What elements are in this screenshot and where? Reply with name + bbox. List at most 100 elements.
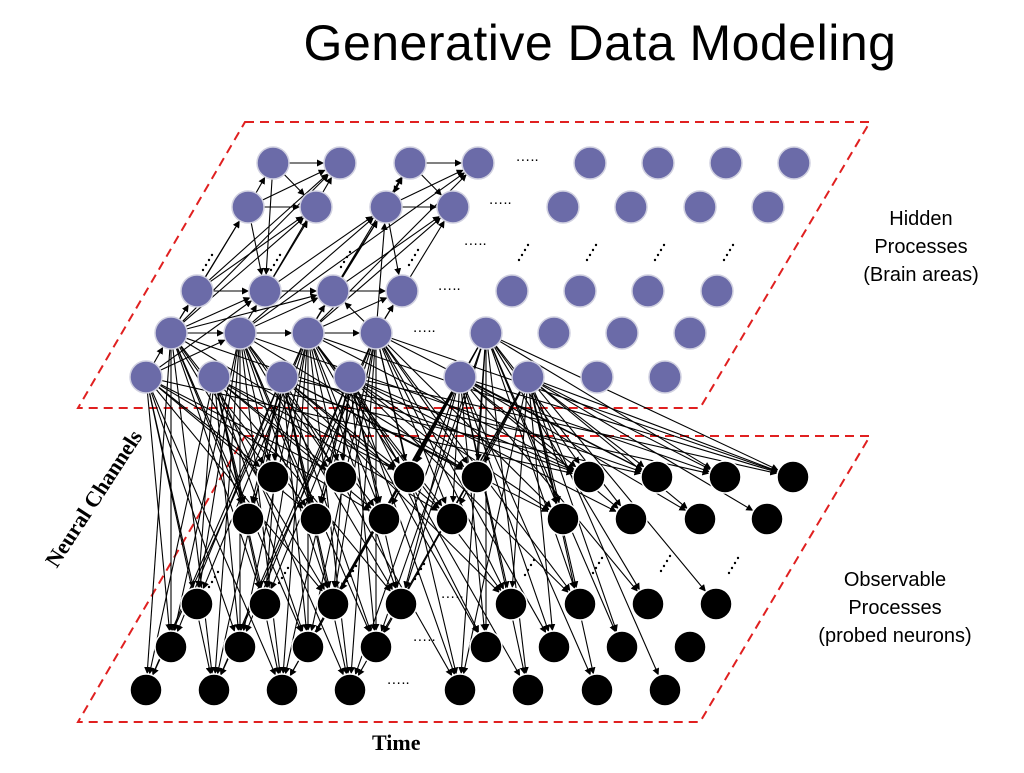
observable-node-r1-c1 [299, 502, 333, 536]
connection-arrow [174, 297, 251, 332]
hidden-node-r4-c6 [580, 360, 614, 394]
connection-arrow [311, 297, 388, 332]
hidden-node-r4-c0 [129, 360, 163, 394]
observable-node-r3-c2 [291, 630, 325, 664]
connection-arrow [243, 333, 642, 473]
channel-ellipsis-dot [207, 258, 211, 262]
observable-node-r2-c0 [180, 587, 214, 621]
connection-arrow [389, 169, 464, 206]
channel-ellipsis-dot [204, 263, 208, 267]
channel-ellipsis-dot [526, 568, 530, 572]
hidden-node-r3-c0 [154, 316, 188, 350]
channel-ellipsis-dot [345, 579, 349, 583]
hidden-node-r0-c1 [323, 146, 357, 180]
hidden-node-r0-c5 [641, 146, 675, 180]
hidden-node-r3-c5 [537, 316, 571, 350]
connection-arrow [353, 377, 778, 476]
channel-ellipsis-dot [210, 580, 214, 584]
connection-arrow [214, 380, 304, 632]
hidden-node-r3-c3 [359, 316, 393, 350]
channel-ellipsis-dot [520, 253, 524, 257]
channel-ellipsis-dot [659, 248, 663, 252]
connection-arrow [267, 216, 373, 290]
connection-arrow [280, 336, 309, 674]
hidden-time-ellipsis: ….. [488, 191, 511, 208]
channel-ellipsis-dot [591, 248, 595, 252]
hidden-node-r0-c4 [573, 146, 607, 180]
observable-node-r0-c7 [776, 460, 810, 494]
hidden-node-r0-c3 [461, 146, 495, 180]
connection-arrow [242, 217, 374, 331]
observable-time-ellipsis: ….. [412, 628, 435, 645]
connection-arrow [375, 222, 388, 330]
hidden-node-r2-c0 [180, 274, 214, 308]
hidden-node-r4-c5 [511, 360, 545, 394]
connection-arrow [146, 380, 236, 632]
observable-node-r3-c0 [154, 630, 188, 664]
channel-ellipsis-dot [725, 253, 729, 257]
connection-arrow [529, 380, 659, 676]
observable-node-r0-c2 [392, 460, 426, 494]
observable-node-r4-c7 [648, 673, 682, 707]
connection-arrow [509, 380, 529, 588]
channel-ellipsis-dot [275, 258, 279, 262]
connection-arrow [353, 378, 617, 512]
time-axis-label: Time [372, 730, 421, 755]
hidden-node-r2-c7 [700, 274, 734, 308]
observable-node-r3-c4 [469, 630, 503, 664]
hidden-node-r3-c6 [605, 316, 639, 350]
channel-ellipsis-dot [591, 571, 595, 575]
channel-ellipsis-dot [422, 562, 426, 566]
channel-ellipsis-dot [216, 570, 220, 574]
channel-ellipsis-dot [659, 569, 663, 573]
channel-ellipsis-dot [283, 571, 287, 575]
channel-ellipsis-dot [351, 569, 355, 573]
hidden-node-r1-c3 [436, 190, 470, 224]
observable-node-r0-c4 [572, 460, 606, 494]
observable-node-r0-c6 [708, 460, 742, 494]
observable-node-r4-c3 [333, 673, 367, 707]
connection-arrow [463, 377, 778, 474]
hidden-time-ellipsis: ….. [437, 277, 460, 294]
channel-ellipsis-dot [354, 564, 358, 568]
connection-arrow [283, 380, 453, 677]
connection-arrow [531, 377, 779, 473]
channel-ellipsis-dot [339, 265, 343, 269]
observable-node-r2-c1 [248, 587, 282, 621]
channel-ellipsis-dot [722, 258, 726, 262]
page-title: Generative Data Modeling [303, 15, 897, 71]
observable-node-r4-c4 [443, 673, 477, 707]
connection-arrow [149, 378, 327, 470]
observable-node-r1-c4 [546, 502, 580, 536]
hidden-time-ellipsis: ….. [515, 148, 538, 165]
connection-arrow [151, 380, 281, 676]
connection-arrow [378, 335, 552, 508]
observable-node-r0-c5 [640, 460, 674, 494]
hidden-node-r4-c1 [197, 360, 231, 394]
channel-ellipsis-dot [736, 556, 740, 560]
hidden-node-r2-c2 [316, 274, 350, 308]
channel-ellipsis-dot [416, 248, 420, 252]
connection-arrow [198, 220, 240, 288]
observable-label-line-3: (probed neurons) [818, 625, 972, 647]
channel-ellipsis-dot [662, 243, 666, 247]
observable-node-r2-c2 [316, 587, 350, 621]
connection-arrow [333, 336, 376, 589]
connection-arrow [458, 336, 487, 674]
observable-node-r3-c1 [223, 630, 257, 664]
connection-arrow [145, 380, 173, 632]
hidden-label-line-3: (Brain areas) [863, 264, 979, 286]
observable-time-ellipsis: ….. [386, 671, 409, 688]
connection-arrow [219, 380, 349, 676]
connection-arrow [335, 216, 440, 290]
connection-arrow [349, 380, 378, 632]
hidden-node-r2-c5 [563, 274, 597, 308]
observable-label-line-1: Observable [843, 569, 947, 591]
observable-node-r3-c5 [537, 630, 571, 664]
hidden-node-r2-c6 [631, 274, 665, 308]
observable-label-line-2: Processes [848, 597, 942, 619]
hidden-node-r0-c6 [709, 146, 743, 180]
connection-arrow [173, 217, 304, 331]
channel-ellipsis-dot [517, 258, 521, 262]
channel-ellipsis-dot [731, 243, 735, 247]
